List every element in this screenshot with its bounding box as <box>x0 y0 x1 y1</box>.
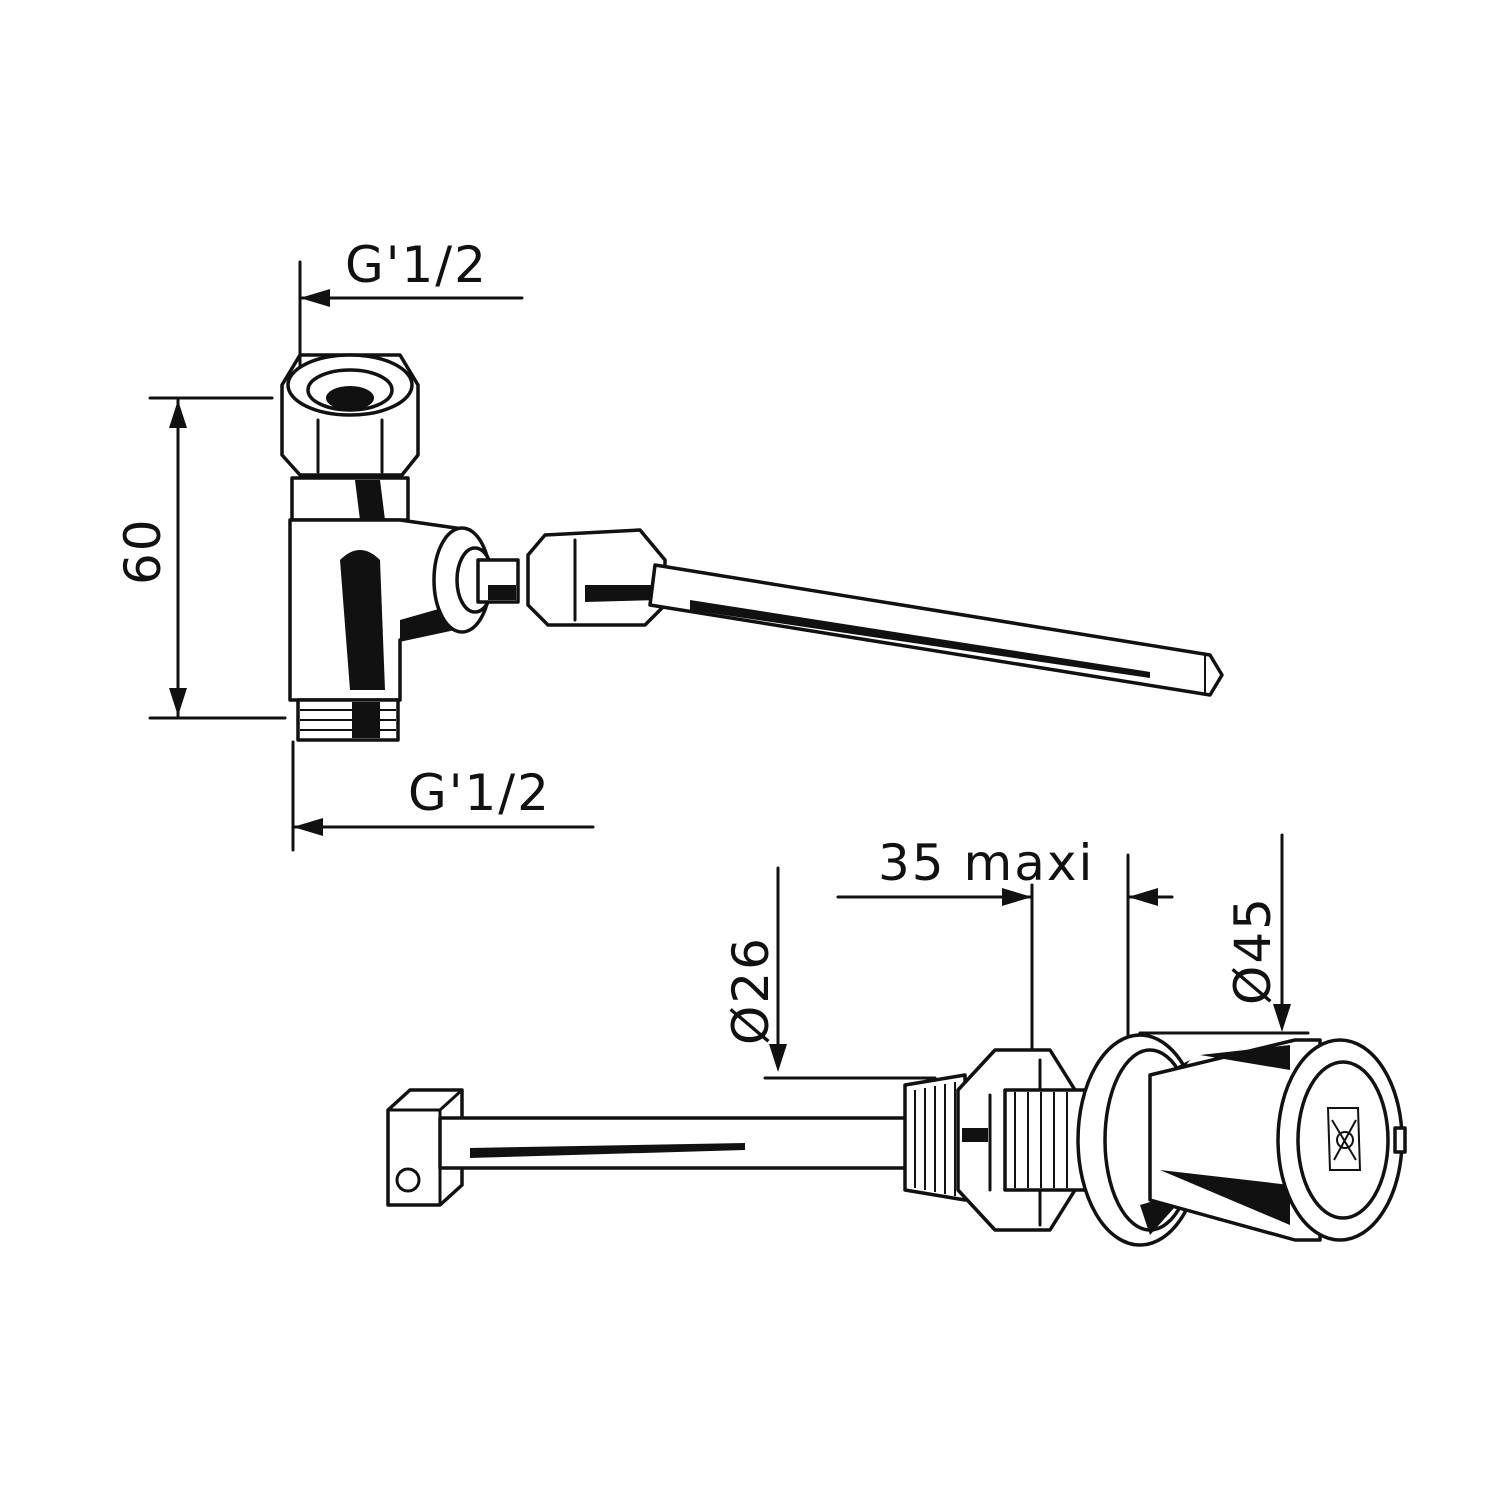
push-button-assembly <box>386 1033 1407 1247</box>
tee-valve-body <box>280 353 1224 742</box>
max-wall-dimension: 35 maxi <box>836 834 1174 1050</box>
bottom-thread-label: G'1/2 <box>408 764 551 822</box>
small-diameter-dimension: Ø26 <box>722 866 937 1080</box>
large-diameter-label: Ø45 <box>1224 896 1282 1005</box>
top-thread-dimension: G'1/2 <box>298 236 524 367</box>
bottom-thread-dimension: G'1/2 <box>291 740 595 852</box>
max-wall-label: 35 maxi <box>878 834 1094 892</box>
top-thread-label: G'1/2 <box>345 236 488 294</box>
height-label: 60 <box>114 517 172 585</box>
small-diameter-label: Ø26 <box>722 936 780 1045</box>
button-logo-icon <box>1326 1107 1362 1171</box>
large-diameter-dimension: Ø45 <box>1138 833 1310 1035</box>
height-dimension: 60 <box>114 396 287 720</box>
